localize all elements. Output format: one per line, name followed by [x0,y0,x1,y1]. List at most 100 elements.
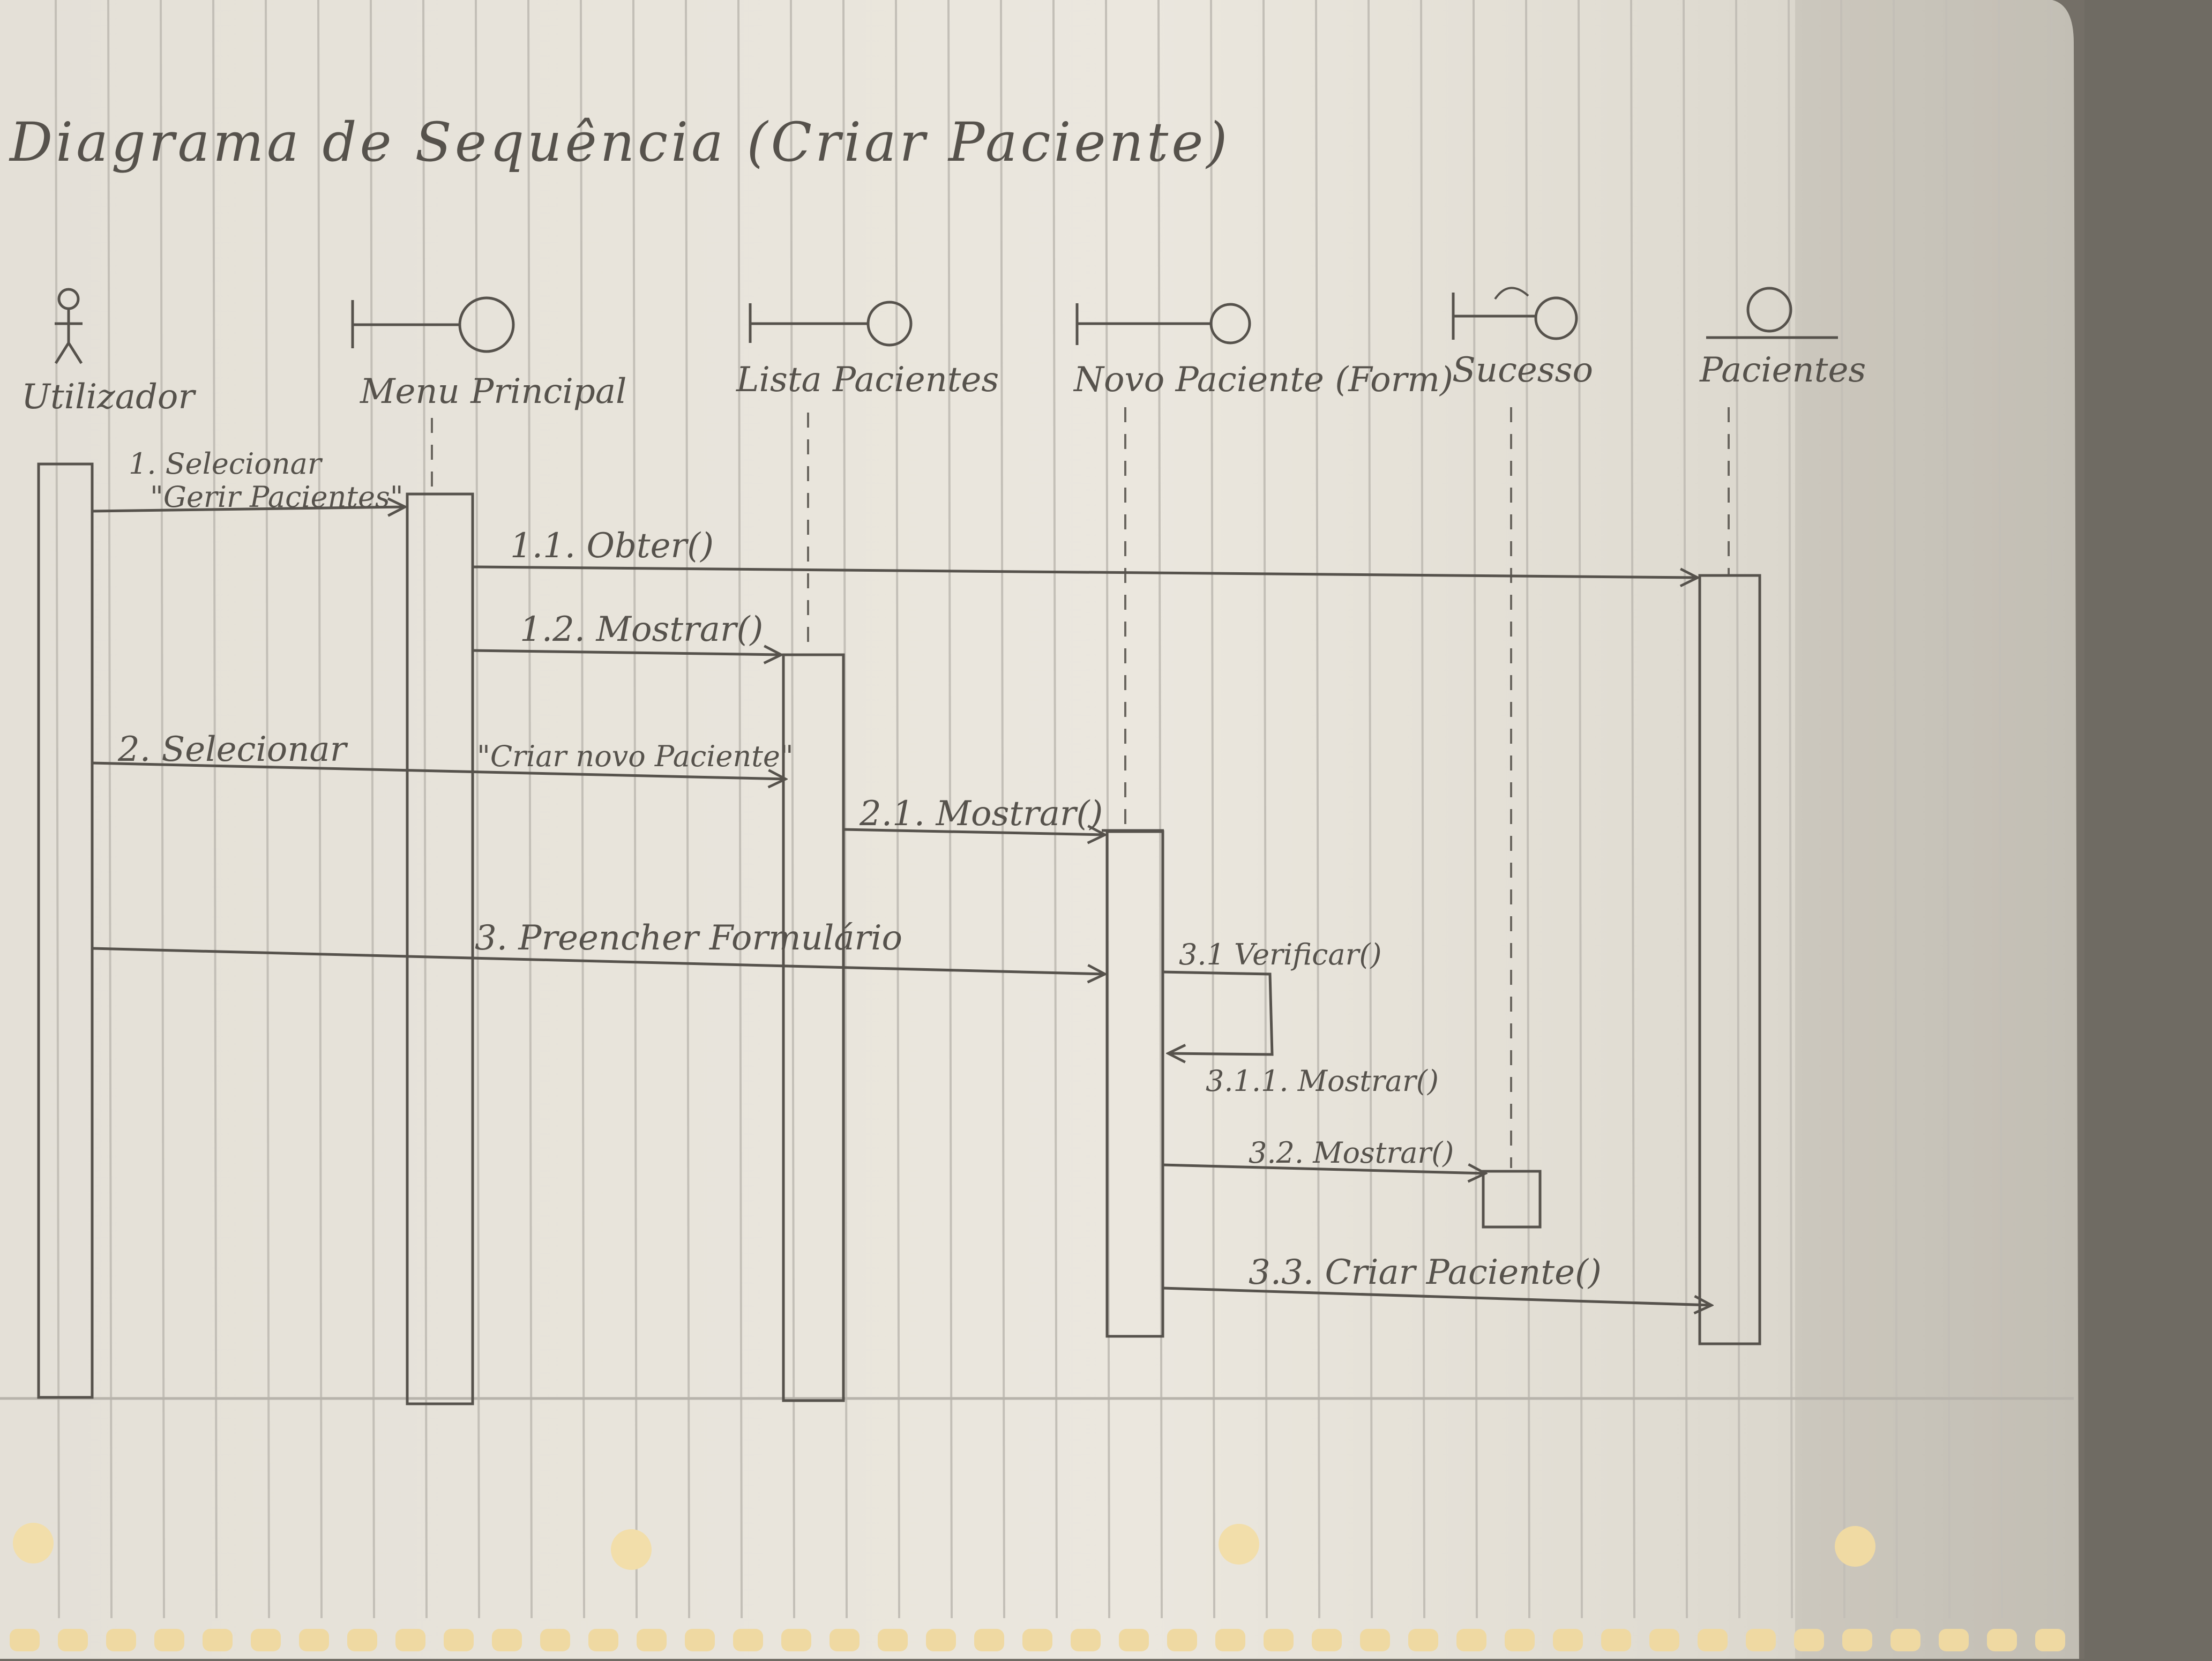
ruled-line [107,0,113,1619]
activation-utilizador [37,462,94,1399]
ruled-line [842,0,848,1619]
message-label-2: 2. Selecionar [117,730,348,769]
ruled-line [1105,0,1110,1619]
perforation-hole [347,1629,377,1651]
message-label-3-1-1: 3.1.1. Mostrar() [1206,1064,1439,1098]
message-label-3-3: 3.3. Criar Paciente() [1249,1253,1602,1292]
perforation-hole [492,1629,522,1651]
message-label-3-1: 3.1 Verificar() [1179,938,1382,971]
ruled-line [475,0,480,1619]
binder-hole [1219,1524,1259,1565]
message-arrow-3-1-self [1162,970,1274,1054]
activation-pacientes [1698,574,1761,1345]
perforation-hole [1312,1629,1342,1651]
ruled-line [1998,0,2003,1619]
ruled-line [1525,0,1530,1619]
ruled-line [55,0,60,1619]
perforation-hole [1408,1629,1438,1651]
perforation-hole [1746,1629,1776,1651]
ruled-line [1315,0,1320,1619]
perforation-hole [395,1629,425,1651]
binder-hole [13,1523,54,1563]
message-label-3-2: 3.2. Mostrar() [1249,1136,1454,1170]
perforation-hole [1842,1629,1872,1651]
ruled-line [947,0,953,1619]
paper-sheet [0,0,2079,1659]
perforation-hole [1022,1629,1052,1651]
ruled-line [1210,0,1215,1619]
perforation-hole [733,1629,763,1651]
binder-hole [1835,1526,1875,1567]
ruled-line [895,0,900,1619]
ruled-line [370,0,375,1619]
paper-shadow [1795,0,2084,1659]
diagram-title: Diagrama de Sequência (Criar Paciente) [9,111,1230,174]
message-arrow-2 [92,761,786,779]
participant-label-lista-pacientes: Lista Pacientes [736,360,999,400]
perforation-hole [1939,1629,1969,1651]
ruled-line [1262,0,1268,1619]
participant-label-novo-paciente: Novo Paciente (Form) [1073,360,1453,400]
ruled-line [527,0,533,1619]
message-label-2-part2: "Criar novo Paciente" [477,739,794,773]
perforation-hole [1360,1629,1390,1651]
perforation-hole [1215,1629,1245,1651]
message-arrow-1-2 [472,650,781,655]
perforation-hole [540,1629,570,1651]
perforation-hole [1649,1629,1679,1651]
perforation-hole [299,1629,329,1651]
boundary-icon [1075,303,1251,345]
perforation-hole [251,1629,281,1651]
message-label-2-1: 2.1. Mostrar() [859,794,1103,834]
ruled-line [1052,0,1058,1619]
activation-menu-principal [406,492,474,1405]
message-arrow-3-3 [1162,1286,1712,1305]
ruled-line [685,0,690,1619]
perforation-hole [1119,1629,1149,1651]
perforation-hole [1698,1629,1728,1651]
perforation-hole [1890,1629,1920,1651]
message-label-1-1: 1.1. Obter() [510,526,714,566]
perforation-hole [926,1629,956,1651]
perforation-hole [2035,1629,2065,1651]
activation-lista-pacientes [782,653,845,1402]
participant-label-sucesso: Sucesso [1452,350,1593,390]
ruled-line [1788,0,1793,1619]
perforation-hole [1167,1629,1197,1651]
activation-sucesso [1482,1170,1542,1229]
entity-icon [1706,287,1838,339]
ruled-line [1578,0,1583,1619]
ruled-line [317,0,323,1619]
ruled-line [1893,0,1898,1619]
message-arrow-3 [92,947,1105,974]
message-arrow-1-1 [472,565,1698,578]
ruled-line [1840,0,1845,1619]
boundary-icon [1452,287,1578,340]
boundary-icon [351,296,515,353]
perforation-hole [154,1629,184,1651]
perforation-hole [637,1629,667,1651]
ruled-line [1473,0,1478,1619]
ruled-line [1735,0,1740,1619]
perforation-hole [1987,1629,2017,1651]
ruled-lines [55,0,2056,1619]
ruled-line [160,0,165,1619]
ruled-line [1157,0,1163,1619]
actor-icon [54,288,83,364]
perforation-hole [1456,1629,1486,1651]
participant-label-menu-principal: Menu Principal [360,372,626,411]
perforation-hole [588,1629,618,1651]
message-label-3: 3. Preencher Formulário [475,918,902,958]
ruled-line [2050,0,2056,1619]
perforation-hole [781,1629,811,1651]
perforation-hole [1601,1629,1631,1651]
message-label-1: 1. Selecionar [129,447,323,481]
perforation-hole [10,1629,40,1651]
boundary-icon [749,301,913,347]
message-label-1-2: 1.2. Mostrar() [520,610,763,649]
ruled-line [1420,0,1425,1619]
perforation-hole [829,1629,860,1651]
perforation-hole [685,1629,715,1651]
perforation-hole [1505,1629,1535,1651]
